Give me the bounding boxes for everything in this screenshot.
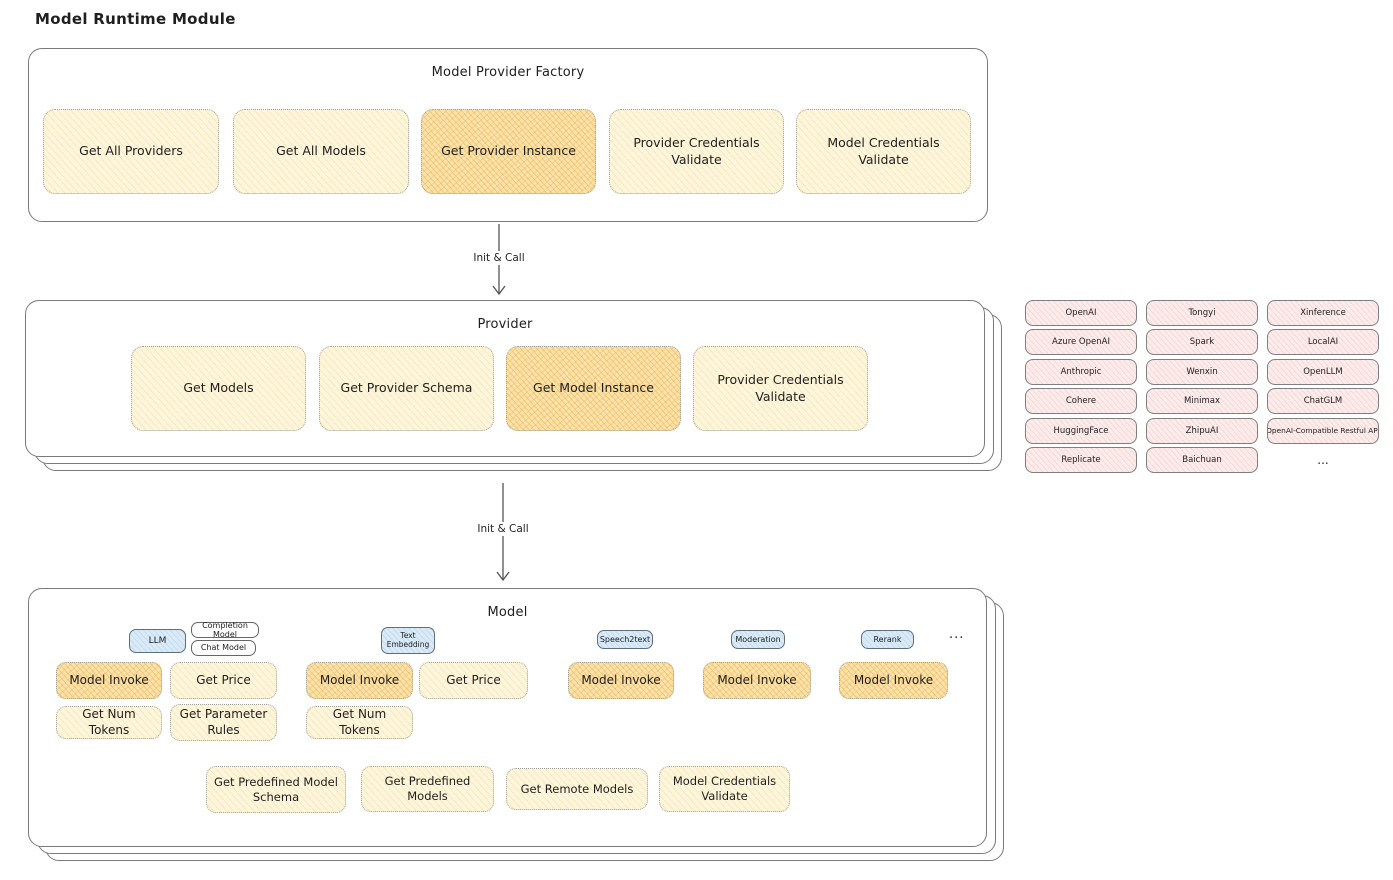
provider-chip-spark: Spark [1146, 329, 1258, 356]
provider-chip-replicate: Replicate [1025, 446, 1137, 473]
provider-box: Provider Get Models Get Provider Schema … [25, 300, 985, 457]
provider-node-get-model-instance: Get Model Instance [506, 346, 681, 431]
provider-chip-openai: OpenAI [1025, 300, 1137, 326]
page-title: Model Runtime Module [35, 10, 236, 28]
embedding-get-price: Get Price [419, 662, 528, 699]
init-call-label-1: Init & Call [469, 251, 529, 265]
provider-node-get-provider-schema: Get Provider Schema [319, 346, 494, 431]
node-provider-credentials-validate: Provider Credentials Validate [609, 109, 784, 194]
provider-chip-wenxin: Wenxin [1146, 358, 1258, 385]
factory-title: Model Provider Factory [431, 65, 585, 80]
provider-chip-cohere: Cohere [1025, 388, 1137, 415]
provider-chip-localai: LocalAI [1267, 329, 1379, 356]
node-model-credentials-validate: Model Credentials Validate [796, 109, 971, 194]
factory-box: Model Provider Factory Get All Providers… [28, 48, 988, 222]
provider-chip-huggingface: HuggingFace [1025, 417, 1137, 444]
node-get-remote-models: Get Remote Models [506, 768, 648, 810]
provider-title: Provider [477, 317, 533, 332]
embedding-get-num-tokens: Get Num Tokens [306, 706, 413, 739]
node-get-provider-instance: Get Provider Instance [421, 109, 596, 194]
provider-chip-anthropic: Anthropic [1025, 358, 1137, 385]
node-get-all-providers: Get All Providers [43, 109, 219, 194]
tag-speech2text: Speech2text [597, 630, 653, 649]
provider-chip-baichuan: Baichuan [1146, 446, 1258, 473]
tag-llm: LLM [129, 629, 186, 653]
tag-text-embedding: Text Embedding [381, 627, 435, 654]
rerank-model-invoke: Model Invoke [839, 662, 948, 699]
provider-chip-openllm: OpenLLM [1267, 358, 1379, 385]
provider-chip-zhipuai: ZhipuAI [1146, 417, 1258, 444]
provider-chip-xinference: Xinference [1267, 300, 1379, 326]
tag-moderation: Moderation [731, 630, 785, 649]
provider-chip-openai-compatible-restful-api: OpenAI-Compatible Restful API [1267, 417, 1379, 444]
tag-rerank: Rerank [861, 630, 914, 649]
provider-node-get-models: Get Models [131, 346, 306, 431]
provider-chip-minimax: Minimax [1146, 388, 1258, 415]
llm-get-price: Get Price [170, 662, 277, 699]
llm-model-invoke: Model Invoke [56, 662, 162, 699]
node-get-predefined-model-schema: Get Predefined Model Schema [206, 766, 346, 813]
llm-get-num-tokens: Get Num Tokens [56, 706, 162, 739]
provider-chip-azure-openai: Azure OpenAI [1025, 329, 1137, 356]
provider-chips-more-ellipsis: ... [1317, 452, 1329, 467]
model-box: Model LLM Completion Model Chat Model Te… [28, 588, 987, 847]
provider-chip-tongyi: Tongyi [1146, 300, 1258, 326]
provider-chip-chatglm: ChatGLM [1267, 388, 1379, 415]
moderation-model-invoke: Model Invoke [703, 662, 811, 699]
provider-node-provider-credentials-validate: Provider Credentials Validate [693, 346, 868, 431]
node-get-predefined-models: Get Predefined Models [361, 766, 494, 812]
embedding-model-invoke: Model Invoke [306, 662, 413, 699]
node-get-all-models: Get All Models [233, 109, 409, 194]
node-model-credentials-validate-model: Model Credentials Validate [659, 766, 790, 812]
tags-more-ellipsis: ... [949, 627, 965, 642]
llm-get-parameter-rules: Get Parameter Rules [170, 704, 277, 741]
provider-chip-grid: OpenAI Tongyi Xinference Azure OpenAI Sp… [1025, 300, 1379, 473]
init-call-label-2: Init & Call [473, 522, 533, 536]
speech2text-model-invoke: Model Invoke [568, 662, 674, 699]
model-title: Model [487, 605, 528, 620]
tag-completion-model: Completion Model [191, 621, 259, 639]
tag-chat-model: Chat Model [191, 640, 256, 656]
